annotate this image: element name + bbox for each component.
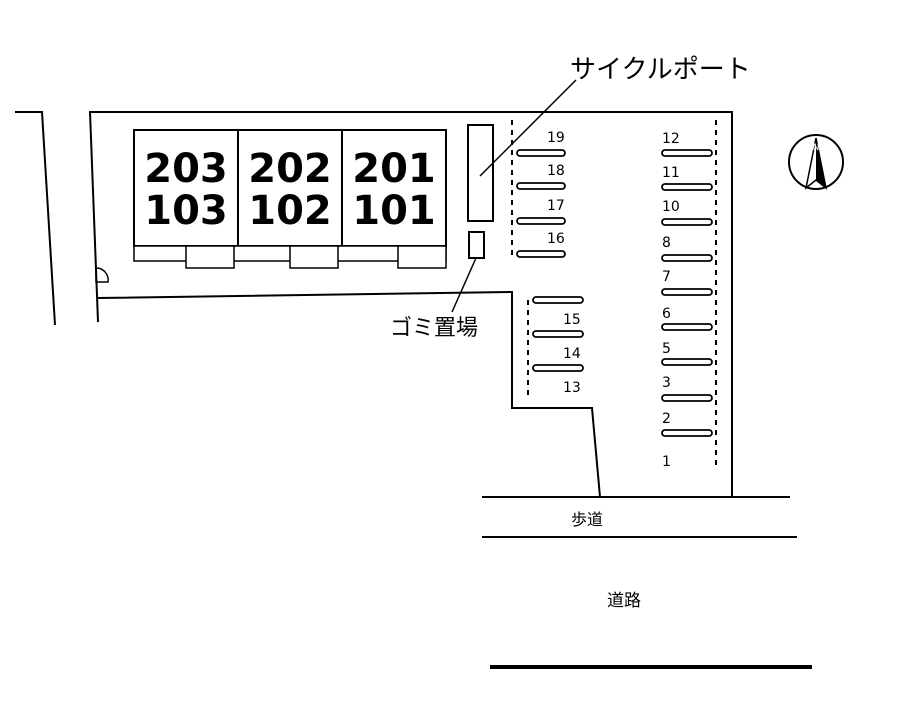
parking-number: 17 — [547, 198, 565, 214]
parking-bay-line — [661, 429, 713, 437]
parking-dashed-lines — [511, 120, 717, 468]
parking-bay-line — [532, 296, 584, 304]
parking-bay-line — [661, 358, 713, 366]
cycle-port-label: サイクルポート — [570, 55, 751, 85]
parking-bay-line — [661, 218, 713, 226]
north-label: N — [813, 143, 820, 153]
unit-101: 101 — [352, 188, 436, 234]
left-boundary — [15, 111, 56, 326]
parking-bay-line — [516, 217, 566, 225]
garbage-area — [468, 231, 485, 259]
parking-bay-line — [532, 364, 584, 372]
parking-bay-line — [516, 149, 566, 157]
parking-number: 6 — [662, 306, 671, 322]
site-outline — [88, 111, 733, 498]
parking-number: 7 — [662, 269, 671, 285]
parking-number: 11 — [662, 165, 680, 181]
cycle-port-leader — [479, 79, 577, 177]
unit-203: 203 — [144, 146, 228, 192]
parking-number: 16 — [547, 231, 565, 247]
parking-bay-line — [661, 323, 713, 331]
entrance-arc — [95, 267, 109, 283]
parking-number: 2 — [662, 411, 671, 427]
parking-bay-line — [516, 182, 566, 190]
parking-bays: 19 18 17 16 15 14 13 12 11 10 8 7 6 5 3 2 1 — [516, 130, 713, 470]
parking-number: 19 — [547, 130, 565, 146]
parking-bay-line — [532, 330, 584, 338]
parking-number: 5 — [662, 341, 671, 357]
unit-103: 103 — [144, 188, 228, 234]
parking-number: 14 — [563, 346, 581, 362]
unit-201: 201 — [352, 146, 436, 192]
parking-number: 13 — [563, 380, 581, 396]
cycle-port — [467, 124, 494, 222]
garbage-label: ゴミ置場 — [390, 316, 478, 341]
parking-number: 15 — [563, 312, 581, 328]
sidewalk-label: 歩道 — [571, 510, 603, 529]
unit-202: 202 — [248, 146, 332, 192]
building — [133, 129, 447, 269]
parking-number: 1 — [662, 454, 671, 470]
unit-102: 102 — [248, 188, 332, 234]
parking-number: 12 — [662, 131, 680, 147]
parking-number: 18 — [547, 163, 565, 179]
parking-bay-line — [661, 149, 713, 157]
north-compass-icon: N — [788, 134, 844, 190]
parking-bay-line — [661, 254, 713, 262]
parking-number: 8 — [662, 235, 671, 251]
parking-bay-line — [661, 183, 713, 191]
parking-number: 10 — [662, 199, 680, 215]
parking-bay-line — [661, 288, 713, 296]
parking-number: 3 — [662, 375, 671, 391]
garbage-leader — [451, 257, 477, 313]
parking-bay-line — [516, 250, 566, 258]
parking-bay-line — [661, 394, 713, 402]
road-label: 道路 — [607, 591, 641, 611]
